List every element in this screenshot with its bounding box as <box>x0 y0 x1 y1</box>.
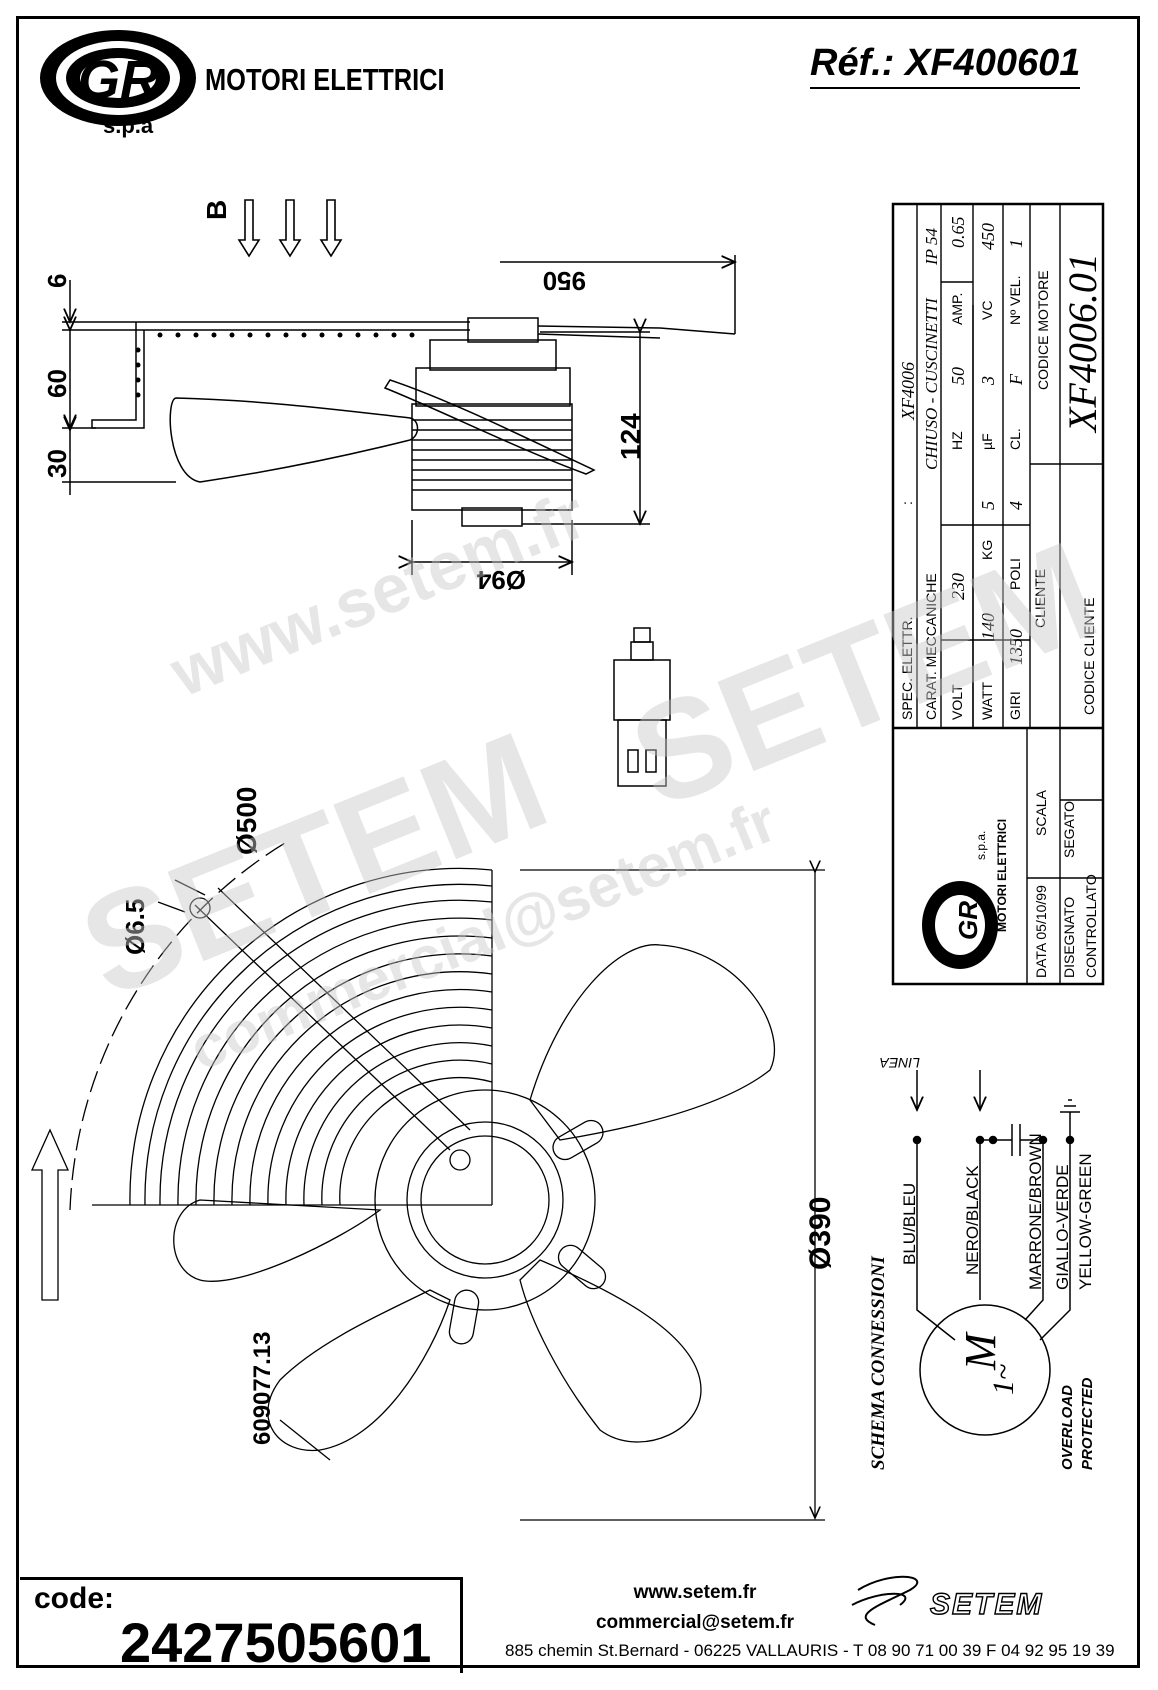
protected-label: PROTECTED <box>1079 1377 1096 1470</box>
codice-motore-label: CODICE MOTORE <box>1035 270 1051 390</box>
table-logo-spa: s.p.a. <box>974 831 988 860</box>
watt-value: 140 <box>978 613 998 640</box>
website-link[interactable]: www.setem.fr <box>633 1582 757 1603</box>
code-value: 2427505601 <box>120 1611 432 1674</box>
volt-value: 230 <box>948 573 968 600</box>
wire-yellow-green-it: GIALLO-VERDE <box>1053 1164 1072 1290</box>
dim-30: 30 <box>42 449 72 478</box>
uf-label: µF <box>979 433 995 450</box>
watt-label: WATT <box>979 681 995 720</box>
scala-label: SCALA <box>1033 789 1049 836</box>
vc-value: 450 <box>978 223 998 250</box>
kg-label: KG <box>979 540 995 560</box>
setem-swoosh-logo <box>851 1575 919 1626</box>
nvel-label: Nº VEL. <box>1007 276 1023 325</box>
wire-black: NERO/BLACK <box>963 1165 982 1275</box>
company-logo: GR <box>40 30 196 126</box>
spec-colon: : <box>899 501 915 505</box>
linea-label: LINEA <box>880 1055 920 1071</box>
setem-wordmark: SETEM <box>929 1587 1044 1621</box>
nvel-value: 1 <box>1006 239 1026 248</box>
code-box <box>20 1577 463 1673</box>
front-view <box>30 839 825 1521</box>
overload-label: OVERLOAD <box>1059 1385 1076 1470</box>
cl-label: CL. <box>1007 428 1023 450</box>
wire-brown: MARRONE/BROWN <box>1026 1133 1045 1290</box>
drawing-frame <box>16 16 1140 1668</box>
codice-cliente-label: CODICE CLIENTE <box>1081 598 1097 715</box>
airflow-label: B <box>201 200 232 220</box>
dim-6-5: Ø6.5 <box>120 899 150 955</box>
spec-elettr-value: XF4006 <box>898 362 918 421</box>
part-number: 609077.13 <box>249 1332 276 1445</box>
motor-symbol-m: M <box>956 1331 1005 1371</box>
vc-label: VC <box>979 301 995 320</box>
schema-title: SCHEMA CONNESSIONI <box>868 1256 889 1470</box>
svg-text:GR: GR <box>78 50 159 110</box>
data-label: DATA 05/10/99 <box>1033 885 1049 978</box>
connector-block <box>613 627 671 787</box>
segato-label: SEGATO <box>1061 801 1077 858</box>
svg-text:GR: GR <box>953 901 983 940</box>
dim-950: 950 <box>543 266 586 296</box>
side-view <box>62 255 735 575</box>
address-line: 885 chemin St.Bernard - 06225 VALLAURIS … <box>505 1641 1115 1660</box>
spec-elettr-label: SPEC. ELETTR. <box>899 617 915 720</box>
dim-390: Ø390 <box>804 1197 837 1270</box>
wire-yellow-green-en: YELLOW-GREEN <box>1076 1153 1095 1290</box>
dim-6: 6 <box>42 274 72 288</box>
poli-value: 4 <box>1006 501 1026 510</box>
giri-value: 1350 <box>1006 629 1026 665</box>
email-link[interactable]: commercial@setem.fr <box>595 1612 795 1633</box>
hz-label: HZ <box>949 431 965 450</box>
dim-124: 124 <box>615 413 646 460</box>
wiring-diagram <box>914 1070 1080 1436</box>
table-logo: GR <box>922 881 998 969</box>
reference-number: Réf.: XF400601 <box>810 42 1081 89</box>
motor-code: XF4006.01 <box>1060 253 1105 434</box>
table-logo-brand: MOTORI ELETTRICI <box>995 819 1009 932</box>
controllato-label: CONTROLLATO <box>1083 874 1099 978</box>
disegnato-label: DISEGNATO <box>1061 897 1077 978</box>
motor-symbol-phase: 1~ <box>987 1364 1020 1395</box>
poli-label: POLI <box>1007 558 1023 590</box>
airflow-arrows <box>237 199 343 258</box>
brand-name: MOTORI ELETTRICI <box>205 62 445 97</box>
uf-value: 3 <box>978 376 998 386</box>
ip-rating: IP 54 <box>922 228 941 266</box>
spec-table <box>891 202 1105 986</box>
cl-value: F <box>1006 373 1026 386</box>
kg-value: 5 <box>978 501 998 510</box>
amp-label: AMP. <box>949 293 965 325</box>
code-label: code: <box>34 1582 115 1615</box>
carat-label: CARAT. MECCANICHE <box>923 573 939 720</box>
giri-label: GIRI <box>1007 691 1023 720</box>
carat-value: CHIUSO - CUSCINETTI <box>922 297 941 470</box>
cliente-label: CLIENTE <box>1032 569 1048 628</box>
hz-value: 50 <box>948 367 968 385</box>
dim-94: Ø94 <box>476 565 526 595</box>
dim-60: 60 <box>42 369 72 398</box>
amp-value: 0.65 <box>948 217 968 249</box>
wire-blue: BLU/BLEU <box>900 1183 919 1265</box>
dim-500: Ø500 <box>231 787 262 856</box>
volt-label: VOLT <box>949 684 965 720</box>
contact-block: www.setem.fr commercial@setem.fr <box>540 1578 850 1638</box>
